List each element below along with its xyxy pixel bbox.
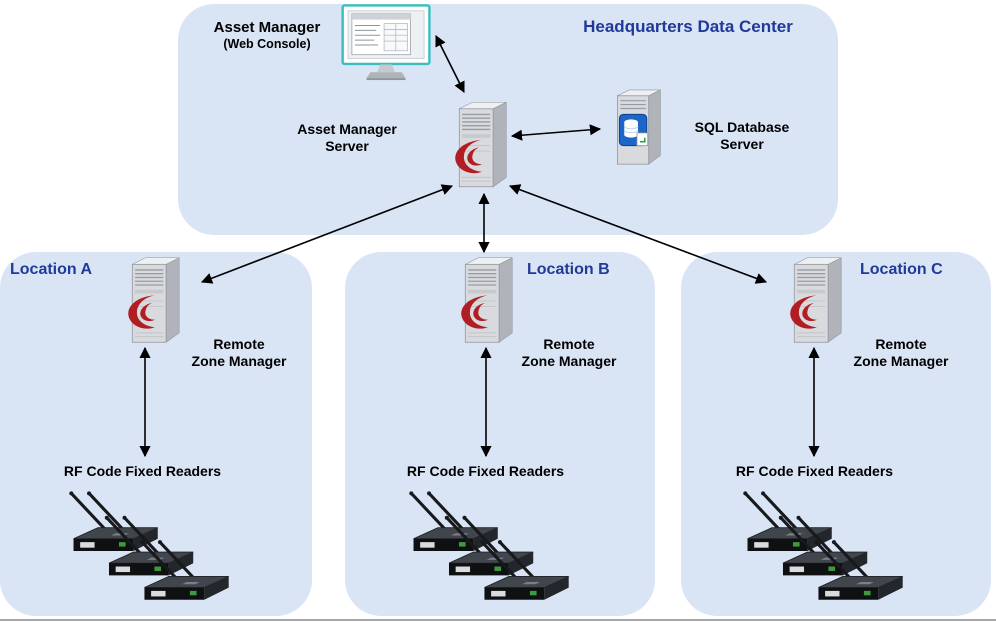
location-b-readers-icon [398, 490, 582, 612]
location-a-zone-manager-label-line1: Remote [213, 336, 265, 352]
location-a-zone-manager-label-line2: Zone Manager [191, 352, 287, 369]
asset-manager-server-label: Asset Manager Server [283, 121, 411, 154]
location-a-title: Location A [10, 261, 93, 278]
location-c-zone-manager-label-line1: Remote [875, 336, 927, 352]
sql-database-server-label: SQL Database Server [676, 119, 808, 152]
arrow-server-to-sql [510, 124, 602, 141]
asset-manager-server-label-line2: Server [325, 137, 369, 154]
location-c-readers-label: RF Code Fixed Readers [735, 463, 894, 479]
bottom-divider [0, 619, 996, 621]
location-a-zone-manager-icon [121, 254, 183, 346]
location-c-readers-icon [732, 490, 916, 612]
location-a-readers-label: RF Code Fixed Readers [63, 463, 222, 479]
location-b-title: Location B [527, 261, 610, 278]
location-b-zone-manager-label: Remote Zone Manager [506, 336, 632, 369]
sql-database-server-icon [607, 87, 665, 171]
arrow-server-to-location-a [200, 184, 454, 284]
sql-database-server-label-line2: Server [720, 135, 764, 152]
location-c-zone-manager-label-line2: Zone Manager [853, 352, 949, 369]
arrow-server-to-location-c [508, 184, 768, 284]
asset-manager-server-icon [448, 97, 510, 192]
arrow-console-to-server [435, 34, 465, 94]
web-console-label: Asset Manager (Web Console) [194, 19, 340, 51]
web-console-monitor-icon [341, 4, 433, 82]
web-console-label-line2: (Web Console) [223, 36, 311, 51]
location-a-readers-icon [58, 490, 242, 612]
hq-title: Headquarters Data Center [583, 17, 793, 36]
location-c-zone-manager-label: Remote Zone Manager [838, 336, 964, 369]
sql-database-server-label-line1: SQL Database [694, 119, 790, 135]
location-b-zone-manager-icon [454, 254, 516, 346]
location-c-zone-manager-icon [783, 254, 845, 346]
web-console-label-line1: Asset Manager [213, 19, 321, 36]
location-b-zone-manager-label-line1: Remote [543, 336, 595, 352]
location-b-zone-manager-label-line2: Zone Manager [521, 352, 617, 369]
location-b-readers-label: RF Code Fixed Readers [406, 463, 565, 479]
location-c-title: Location C [860, 261, 943, 278]
asset-manager-server-label-line1: Asset Manager [297, 121, 397, 137]
location-a-zone-manager-label: Remote Zone Manager [176, 336, 302, 369]
